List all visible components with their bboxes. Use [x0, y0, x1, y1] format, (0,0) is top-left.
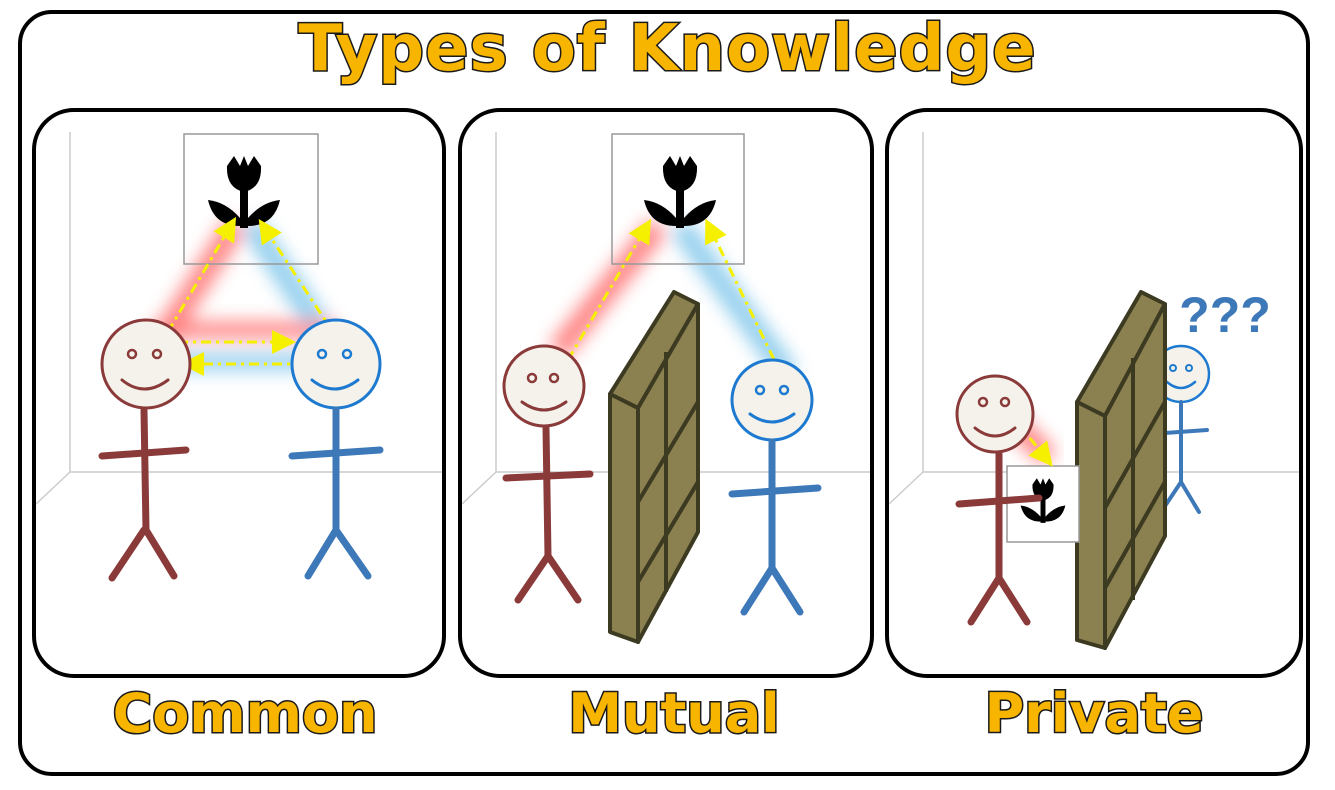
fence-icon	[1075, 290, 1167, 650]
label-mutual: Mutual	[567, 681, 781, 747]
agent-blue-stick-figure-icon	[728, 358, 822, 616]
panel-private: ???	[885, 108, 1303, 678]
label-private: Private	[983, 681, 1205, 747]
confusion-question-marks: ???	[1179, 287, 1271, 343]
gaze-arrows	[566, 218, 786, 381]
flower-icon	[644, 156, 716, 228]
diagram-title: Types of Knowledge	[297, 11, 1037, 88]
agent-red-stick-figure-icon	[98, 318, 192, 582]
object-frame	[611, 133, 745, 265]
label-common: Common	[111, 681, 379, 747]
object-frame	[183, 133, 319, 265]
agent-red-stick-figure-icon	[502, 344, 594, 604]
flower-icon	[208, 156, 280, 228]
knowledge-glow	[549, 219, 797, 381]
room-corner	[36, 132, 442, 505]
fence-icon	[608, 290, 700, 644]
agent-red-stick-figure-icon	[955, 374, 1043, 626]
agent-blue-stick-figure-icon	[288, 318, 384, 580]
panel-mutual	[458, 108, 874, 678]
panel-common	[32, 108, 446, 678]
